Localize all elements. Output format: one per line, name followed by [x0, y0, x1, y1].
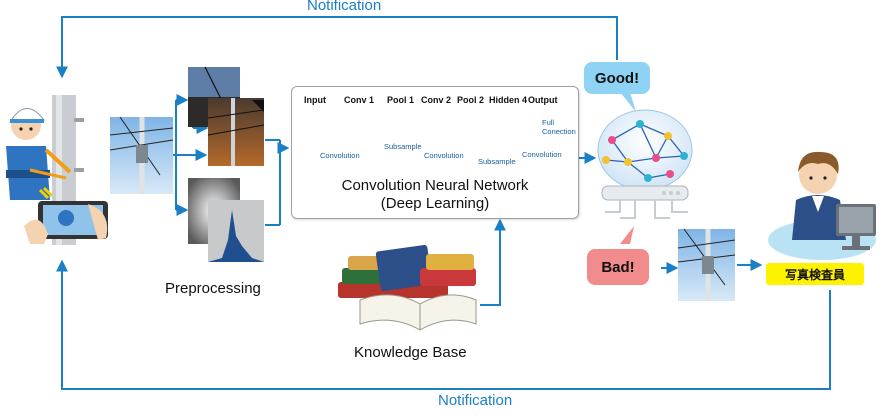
top-notification-label: Notification	[307, 0, 382, 14]
bad-bubble-tail	[620, 226, 634, 244]
layer-label-conv2: Conv 2	[421, 95, 452, 105]
inspector-illustration	[768, 151, 876, 260]
worker-on-pole-illustration	[6, 95, 108, 245]
op-subsample-2: Subsample	[478, 157, 516, 166]
op-convolution-2: Convolution	[424, 151, 464, 160]
good-result-bubble: Good!	[584, 62, 650, 94]
layer-label-output: Output	[528, 95, 558, 105]
knowledge-to-cnn-arrow	[480, 218, 506, 306]
op-full-connection-line1: Full	[542, 118, 555, 127]
op-full-connection-line2: Conection	[542, 127, 576, 136]
bottom-notification-label: Notification	[438, 392, 513, 409]
ai-judgement-dome	[597, 109, 693, 219]
bottom-notification-loop	[56, 259, 831, 390]
photo-inspector-tag: 写真検査員	[766, 263, 864, 285]
captured-photo	[109, 116, 174, 194]
preprocessing-label: Preprocessing	[165, 280, 261, 297]
layer-label-input: Input	[304, 95, 326, 105]
rejected-photo	[677, 228, 736, 301]
knowledge-base-books-illustration	[338, 244, 477, 331]
op-convolution-1: Convolution	[320, 151, 360, 160]
layer-label-hidden4: Hidden 4	[489, 95, 528, 105]
cnn-panel: Input Conv 1 Pool 1 Conv 2 Pool 2 Hidden…	[291, 86, 579, 219]
layer-label-pool1: Pool 1	[387, 95, 415, 105]
op-convolution-3: Convolution	[522, 150, 562, 159]
cnn-title-line1: Convolution Neural Network	[341, 177, 529, 194]
knowledge-base-label: Knowledge Base	[354, 344, 467, 361]
op-subsample-1: Subsample	[384, 142, 422, 151]
layer-label-pool2: Pool 2	[457, 95, 485, 105]
preprocessed-images	[188, 66, 265, 262]
good-bubble-tail	[620, 92, 636, 112]
bad-result-bubble: Bad!	[587, 249, 649, 285]
layer-label-conv1: Conv 1	[344, 95, 375, 105]
top-notification-loop	[56, 16, 618, 79]
cnn-title-line2: (Deep Learning)	[380, 195, 490, 212]
